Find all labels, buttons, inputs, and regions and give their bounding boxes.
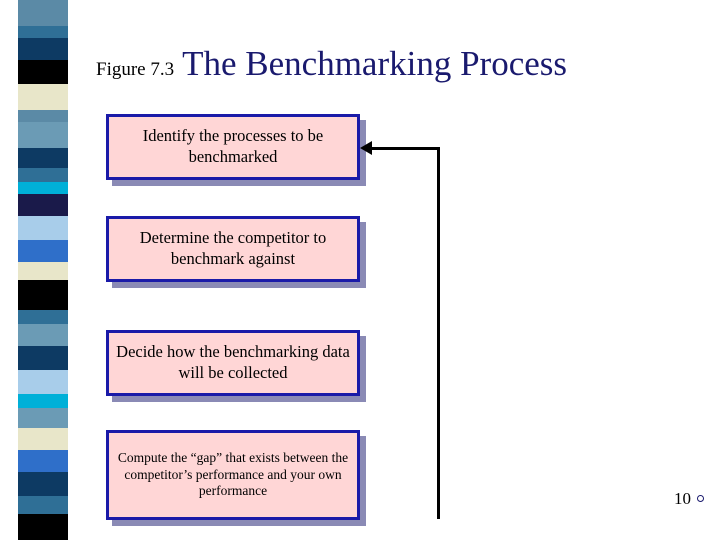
color-band-21: [18, 408, 68, 428]
flow-step-2[interactable]: Determine the competitor to benchmark ag…: [106, 216, 360, 282]
color-band-10: [18, 182, 68, 194]
flow-step-3-label: Decide how the benchmarking data will be…: [116, 342, 350, 382]
color-band-19: [18, 370, 68, 394]
feedback-arrow-head-icon: [360, 141, 372, 155]
color-band-11: [18, 194, 68, 216]
color-band-6: [18, 110, 68, 122]
flow-step-4[interactable]: Compute the “gap” that exists between th…: [106, 430, 360, 520]
flow-step-4-label: Compute the “gap” that exists between th…: [117, 449, 349, 499]
page-number: 10: [674, 489, 691, 508]
flow-step-2-label: Determine the competitor to benchmark ag…: [139, 228, 327, 268]
color-band-8: [18, 148, 68, 168]
color-band-5: [18, 84, 68, 110]
color-band-3: [18, 38, 68, 60]
color-band-20: [18, 394, 68, 408]
color-band-2: [18, 26, 68, 38]
color-band-14: [18, 262, 68, 280]
color-band-7: [18, 122, 68, 148]
color-band-26: [18, 514, 68, 540]
color-band-16: [18, 310, 68, 324]
color-band-18: [18, 346, 68, 370]
color-band-15: [18, 280, 68, 310]
title-text: The Benchmarking Process: [182, 44, 568, 83]
color-band-22: [18, 428, 68, 450]
feedback-arrow-horizontal-line: [370, 147, 440, 150]
page-title: Figure 7.3 The Benchmarking Process: [96, 44, 696, 84]
feedback-arrow-vertical-line: [437, 147, 440, 519]
color-band-23: [18, 450, 68, 472]
color-band-17: [18, 324, 68, 346]
bullet-icon: [697, 495, 704, 502]
color-band-13: [18, 240, 68, 262]
color-band-1: [18, 0, 68, 26]
color-band-24: [18, 472, 68, 496]
flow-step-1-label: Identify the processes to be benchmarked: [142, 126, 324, 166]
flow-step-3[interactable]: Decide how the benchmarking data will be…: [106, 330, 360, 396]
flow-step-1[interactable]: Identify the processes to be benchmarked: [106, 114, 360, 180]
figure-label: Figure 7.3: [96, 59, 175, 80]
color-band-9: [18, 168, 68, 182]
color-band-4: [18, 60, 68, 84]
color-band-25: [18, 496, 68, 514]
color-band-12: [18, 216, 68, 240]
decorative-color-strip: [18, 0, 68, 540]
